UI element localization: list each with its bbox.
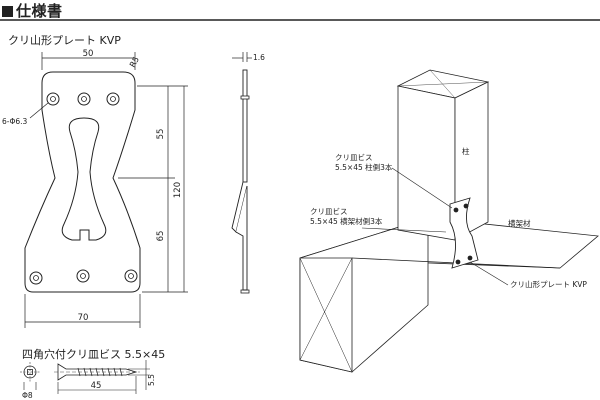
plate-callout-label: クリ山形プレート KVP: [510, 279, 587, 289]
dim-total-height-label: 120: [173, 182, 183, 198]
screw-post-label-2: 5.5×45 柱側3本: [335, 162, 393, 172]
dim-bottom-width: [24, 294, 141, 328]
dim-thickness-label: 1.6: [253, 53, 265, 62]
plate-holes: [29, 92, 138, 285]
dim-diameter-label: 5.5: [147, 374, 156, 386]
screw-title: 四角穴付クリ皿ビス 5.5×45: [22, 348, 166, 361]
assembly-plate: [449, 197, 479, 269]
hole: [76, 269, 90, 283]
leader-screw-beam: [361, 227, 447, 233]
plate-cutout: [61, 117, 107, 241]
assembly-screw: [455, 259, 461, 265]
assembly-screw: [453, 207, 459, 213]
dim-top-width: [41, 52, 136, 70]
heading-title: 仕様書: [16, 2, 63, 20]
hole: [29, 271, 43, 285]
screw-detail: [20, 360, 150, 394]
hole: [77, 92, 91, 106]
screw-post-label-1: クリ皿ビス: [335, 153, 373, 162]
page-heading: 仕様書: [2, 0, 63, 21]
leader-plate: [469, 261, 509, 286]
hole-leader: [29, 102, 49, 119]
dim-upper-height-label: 55: [156, 129, 166, 140]
screw-beam-label-1: クリ皿ビス: [310, 207, 348, 216]
plate-title: クリ山形プレート KVP: [8, 34, 121, 47]
assembly-screw: [467, 255, 473, 261]
dim-bottom-width-label: 70: [78, 313, 89, 323]
post-label: 柱: [462, 146, 470, 156]
leader-screw-post: [391, 167, 453, 209]
plate-front-view: 50 R5 70 55 65 120 6-Φ6.3: [2, 49, 188, 328]
beam-label: 横架材: [508, 218, 531, 228]
hole: [106, 92, 120, 106]
heading-square-icon: [2, 6, 13, 17]
assembly-screw: [463, 203, 469, 209]
dim-radius-label: R5: [128, 55, 141, 69]
screw-beam-label-2: 5.5×45 横架材側3本: [310, 216, 383, 226]
hole: [46, 92, 60, 106]
plate-side-view: [231, 52, 252, 294]
dim-head-label: Φ8: [22, 391, 33, 400]
dim-length-label: 45: [91, 381, 102, 391]
dim-top-width-label: 50: [83, 49, 94, 59]
dim-lower-height-label: 65: [156, 231, 166, 242]
post-front-face: [397, 85, 456, 241]
hole: [124, 269, 138, 283]
dim-holes-label: 6-Φ6.3: [2, 117, 28, 126]
assembly-view: [299, 69, 599, 373]
dim-heights: [118, 85, 188, 293]
